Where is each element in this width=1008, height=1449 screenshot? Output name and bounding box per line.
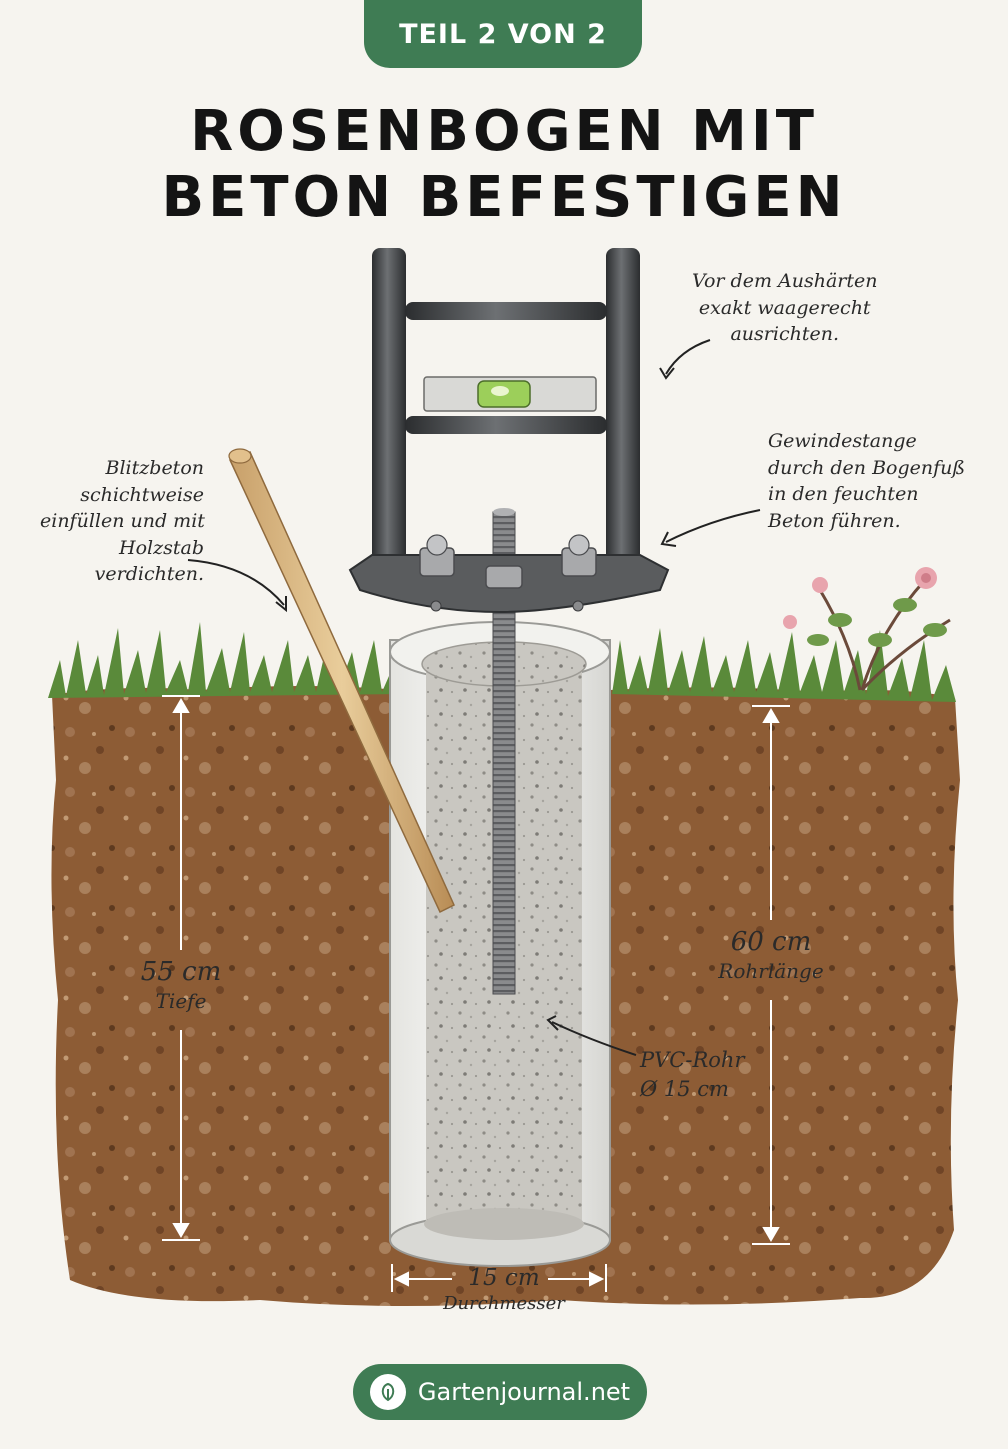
page-title-line-1: ROSENBOGEN MIT bbox=[190, 99, 818, 164]
grass-right bbox=[612, 628, 956, 702]
diameter-dimension bbox=[391, 1264, 607, 1292]
pipe-length-dimension bbox=[752, 705, 790, 1245]
threaded-rod bbox=[492, 508, 516, 995]
pipe-annotation: PVC-Rohr Ø 15 cm bbox=[640, 1048, 745, 1102]
site-footer-badge[interactable]: Gartenjournal.net bbox=[353, 1364, 647, 1420]
page-title-line-2: BETON BEFESTIGEN bbox=[161, 165, 847, 230]
arrow-pipe bbox=[551, 1021, 637, 1056]
rose-bud-icon bbox=[812, 577, 828, 593]
pipe-length-label: 60 cm Rohrlänge bbox=[718, 927, 824, 983]
base-plate bbox=[348, 534, 670, 614]
grass-left bbox=[48, 622, 400, 698]
rose-plant bbox=[783, 567, 951, 692]
diameter-label: 15 cm Durchmesser bbox=[443, 1265, 565, 1314]
leaf-logo-icon bbox=[369, 1374, 406, 1410]
callout-arrows bbox=[187, 339, 761, 1056]
rose-bud-icon-2 bbox=[783, 615, 797, 629]
hex-nut-left-icon bbox=[419, 534, 455, 577]
concrete-annotation: Blitzbeton schichtweise einfüllen und mi… bbox=[40, 457, 205, 586]
hex-nut-center-icon bbox=[485, 565, 523, 589]
depth-label: 55 cm Tiefe bbox=[140, 957, 222, 1013]
arrow-level bbox=[665, 339, 711, 375]
arrow-concrete bbox=[187, 559, 285, 606]
level-annotation: Vor dem Aushärten exakt waagerecht ausri… bbox=[692, 270, 878, 346]
rose-arch-frame bbox=[372, 248, 640, 568]
hex-nut-right-icon bbox=[561, 534, 597, 577]
arrow-rod bbox=[665, 509, 761, 543]
rod-annotation: Gewindestange durch den Bogenfuß in den … bbox=[768, 430, 966, 532]
depth-dimension bbox=[162, 695, 200, 1241]
spirit-level bbox=[423, 376, 597, 412]
part-badge: TEIL 2 VON 2 bbox=[364, 0, 642, 68]
wooden-stick bbox=[228, 448, 455, 914]
site-name: Gartenjournal.net bbox=[417, 1378, 631, 1406]
